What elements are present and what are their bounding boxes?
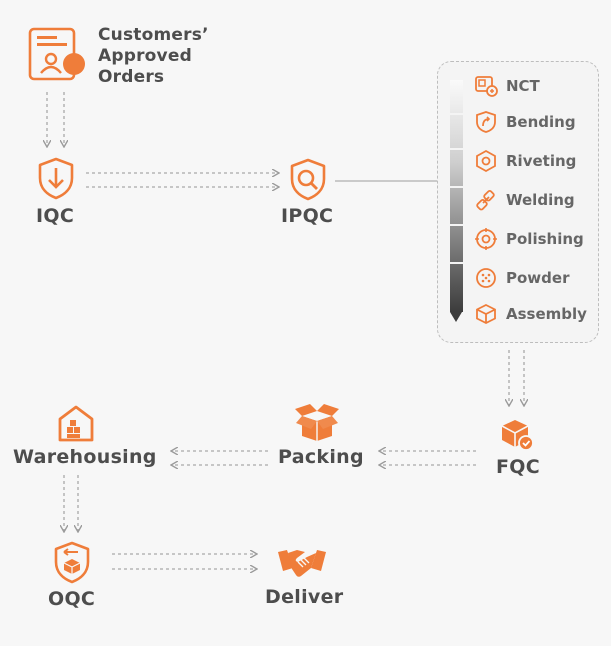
orders-label: Customers’ Approved Orders — [98, 25, 209, 88]
gradient-divider — [450, 113, 463, 115]
oqc-label: OQC — [48, 588, 96, 610]
nct-icon — [474, 74, 498, 98]
iqc-shield-icon — [36, 156, 76, 200]
assembly-icon — [474, 302, 498, 326]
deliver-handshake-icon — [277, 544, 327, 580]
warehousing-building-icon — [56, 403, 96, 443]
gradient-divider — [450, 224, 463, 226]
gradient-divider — [450, 148, 463, 150]
process-label: Riveting — [506, 152, 577, 170]
ipqc-shield-icon — [286, 157, 330, 201]
process-item-bending: Bending — [474, 109, 576, 135]
process-gradient-bar — [450, 80, 463, 312]
deliver-label: Deliver — [265, 586, 344, 608]
process-gradient-arrow — [450, 312, 462, 322]
oqc-shield-box-icon — [52, 540, 92, 584]
iqc-label: IQC — [36, 205, 75, 227]
packing-label: Packing — [278, 446, 364, 468]
orders-label-line-1: Customers’ — [98, 25, 209, 45]
process-item-powder: Powder — [474, 265, 569, 291]
warehousing-label: Warehousing — [13, 446, 157, 468]
process-label: Powder — [506, 269, 570, 287]
process-label: Polishing — [506, 230, 584, 248]
process-item-polishing: Polishing — [474, 226, 584, 252]
gradient-divider — [450, 262, 463, 264]
gradient-divider — [450, 186, 463, 188]
packing-open-box-icon — [293, 402, 341, 442]
process-label: Bending — [506, 113, 576, 131]
fqc-box-check-icon — [499, 417, 535, 453]
riveting-icon — [474, 149, 498, 173]
bending-icon — [474, 110, 498, 134]
process-label: Welding — [506, 191, 575, 209]
fqc-label: FQC — [496, 456, 540, 478]
process-item-assembly: Assembly — [474, 301, 587, 327]
orders-label-line-3: Orders — [98, 67, 165, 87]
process-item-welding: Welding — [474, 187, 575, 213]
ipqc-label: IPQC — [281, 205, 334, 227]
process-item-riveting: Riveting — [474, 148, 576, 174]
welding-icon — [474, 188, 498, 212]
polishing-icon — [474, 227, 498, 251]
orders-document-icon — [27, 26, 89, 82]
process-stages-panel — [437, 61, 599, 343]
powder-icon — [474, 266, 498, 290]
process-item-nct: NCT — [474, 73, 540, 99]
process-label: Assembly — [506, 305, 587, 323]
process-label: NCT — [506, 77, 540, 95]
orders-label-line-2: Approved — [98, 46, 192, 66]
